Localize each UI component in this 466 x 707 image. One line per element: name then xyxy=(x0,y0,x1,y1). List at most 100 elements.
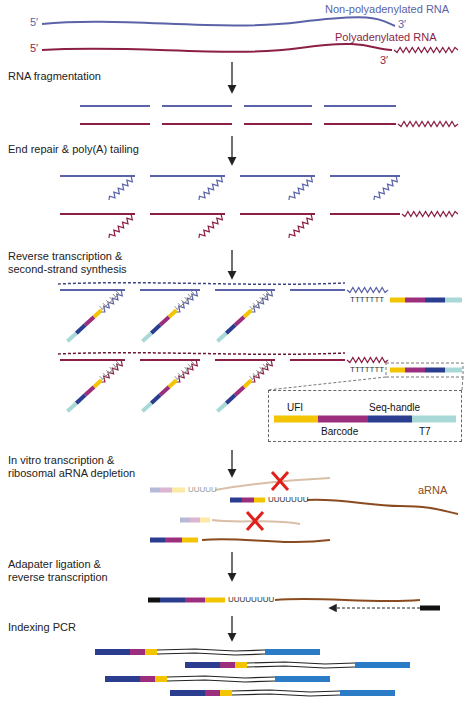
shape xyxy=(205,598,225,603)
primer-part xyxy=(226,325,235,333)
primer-part xyxy=(151,395,160,403)
shape xyxy=(324,123,396,125)
shape xyxy=(202,539,330,542)
shape xyxy=(272,472,288,490)
shape xyxy=(150,488,160,493)
primer-part xyxy=(235,387,244,395)
shape xyxy=(185,598,205,603)
pcr-segment xyxy=(265,649,320,655)
shape xyxy=(162,123,232,125)
poly-t-tick xyxy=(181,370,184,373)
poly-a-tail xyxy=(101,290,125,312)
primer-structure xyxy=(274,416,456,423)
primer-part xyxy=(235,317,244,325)
poly-t-tick xyxy=(113,364,116,367)
poly-t-tick xyxy=(178,303,181,306)
shape xyxy=(231,450,232,476)
poly-a-tail xyxy=(347,358,388,363)
shape xyxy=(242,498,254,503)
shape xyxy=(405,298,425,303)
shape xyxy=(148,598,160,603)
poly-t-tick xyxy=(175,376,178,379)
poly-t-tick xyxy=(266,291,269,294)
shape xyxy=(182,538,198,543)
primer-part xyxy=(244,310,251,317)
shape xyxy=(160,488,172,493)
pcr-segment xyxy=(130,649,145,655)
end-mark: 5′ xyxy=(30,16,38,29)
poly-t-tick xyxy=(191,291,194,294)
pcr-product xyxy=(105,676,330,682)
shape xyxy=(162,105,232,107)
pcr-segment xyxy=(95,649,130,655)
primer-part xyxy=(160,387,169,395)
poly-t-tick xyxy=(110,297,113,300)
shape xyxy=(148,598,225,603)
tailed-fragments xyxy=(60,176,400,214)
poly-a-tail xyxy=(251,290,275,312)
part-label: Barcode xyxy=(321,426,358,437)
shape xyxy=(240,213,315,215)
shape xyxy=(318,416,368,423)
poly-a-tail xyxy=(394,48,458,53)
shape xyxy=(150,538,165,543)
poly-a-tail xyxy=(109,214,135,238)
pcr-product xyxy=(95,649,320,655)
step-label: End repair & poly(A) tailing xyxy=(8,143,139,156)
step-label: In vitro transcription & ribosomal aRNA … xyxy=(8,454,153,479)
pcr-strand xyxy=(232,694,340,696)
rna-strand xyxy=(42,44,392,52)
shape xyxy=(405,368,425,373)
step-arrows xyxy=(231,62,232,640)
poly-t-tick xyxy=(188,364,191,367)
shape xyxy=(58,283,345,285)
primer-line xyxy=(101,294,119,310)
poly-a-tail xyxy=(398,122,458,127)
shape xyxy=(231,250,232,278)
primer-part xyxy=(160,317,169,325)
poly-t-tick xyxy=(106,300,109,303)
end-mark: 3′ xyxy=(380,54,388,67)
shape xyxy=(462,377,463,390)
poly-t-tick xyxy=(185,367,188,370)
shape xyxy=(231,616,232,640)
primer-part xyxy=(142,333,151,341)
primer-part xyxy=(226,395,235,403)
shape xyxy=(230,498,242,503)
shape xyxy=(324,105,396,107)
poly-a-tail xyxy=(199,214,225,238)
poly-t-tick xyxy=(263,294,266,297)
end-mark: 3′ xyxy=(398,18,406,31)
primer-bar xyxy=(390,300,462,370)
pcr-strand xyxy=(157,653,265,655)
shape xyxy=(215,289,275,291)
pcr-segment xyxy=(185,662,220,668)
primer-part xyxy=(67,403,76,411)
poly-t-tick xyxy=(106,370,109,373)
pcr-segment xyxy=(235,662,247,668)
shape xyxy=(150,175,225,177)
shape xyxy=(425,298,445,303)
pcr-segment xyxy=(155,676,167,682)
shape xyxy=(80,123,396,125)
shape xyxy=(165,538,182,543)
poly-t-tick xyxy=(256,300,259,303)
shape xyxy=(390,368,405,373)
poly-a-tail xyxy=(402,212,458,217)
poly-t: TTTTTTT xyxy=(350,365,384,374)
poly-a-tail xyxy=(374,176,400,200)
primer-part xyxy=(217,333,226,341)
primer-part xyxy=(217,403,226,411)
shape xyxy=(80,105,396,107)
strand-name: Polyadenylated RNA xyxy=(335,31,437,44)
poly-t-tick xyxy=(250,376,253,379)
primer-part xyxy=(85,387,94,395)
pcr-segment xyxy=(205,690,220,696)
poly-a-tail xyxy=(251,360,275,382)
pcr-segment xyxy=(275,676,330,682)
poly-t-tick xyxy=(263,364,266,367)
primer-line xyxy=(251,294,269,310)
poly-t-tick xyxy=(266,361,269,364)
shape xyxy=(330,213,400,215)
shape xyxy=(140,359,200,361)
